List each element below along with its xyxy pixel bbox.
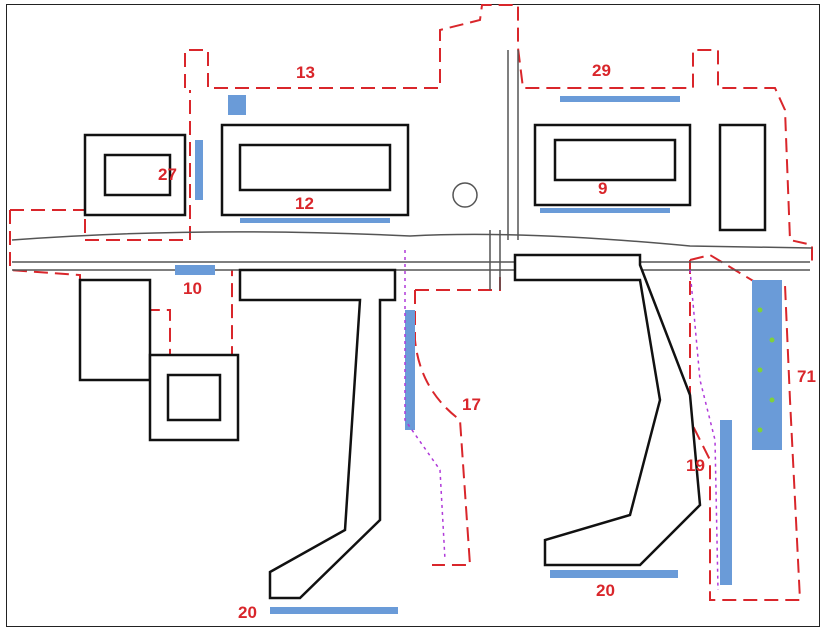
map-frame: [6, 4, 820, 627]
building-square: [148, 353, 240, 442]
zone-label-19: 19: [686, 456, 705, 475]
parking-20-east: [550, 570, 678, 578]
parking-17: [405, 310, 415, 430]
zone-label-10: 10: [183, 279, 202, 298]
buildings-south: [78, 253, 702, 600]
parking-10: [175, 265, 215, 275]
building-east: [718, 123, 767, 232]
zone-label-29: 29: [592, 61, 611, 80]
zone-label-20-west: 20: [238, 603, 257, 622]
building-27: [83, 133, 187, 217]
boundary-left: [10, 90, 191, 241]
building-12: [220, 123, 410, 217]
zone-label-9: 9: [598, 179, 608, 198]
building-east-wing: [513, 253, 702, 567]
zone-label-71: 71: [797, 367, 816, 386]
parking-71: [752, 280, 782, 450]
parking-13: [228, 95, 246, 115]
zone-label-27: 27: [158, 165, 177, 184]
parking-north-9: [540, 208, 670, 213]
boundary-top: [184, 4, 813, 265]
zone-label-20-east: 20: [596, 581, 615, 600]
building-west-block: [78, 278, 152, 382]
parking-29: [560, 96, 680, 102]
parking-27: [195, 140, 203, 200]
buildings-north: [83, 123, 767, 232]
path-accents: [404, 250, 719, 591]
main-road: [11, 50, 813, 290]
zone-label-13: 13: [296, 63, 315, 82]
boundary-left-lower: [9, 210, 233, 356]
parking-20-west: [270, 607, 398, 614]
parking-19: [720, 420, 732, 585]
boundary-71: [689, 253, 802, 601]
building-west-wing: [238, 268, 397, 600]
trees: [757, 307, 775, 433]
zone-label-17: 17: [462, 395, 481, 414]
parking-areas: [175, 95, 782, 614]
zone-label-12: 12: [295, 194, 314, 213]
building-9: [533, 123, 692, 207]
boundary-17: [414, 270, 501, 566]
parking-north-12: [240, 218, 390, 223]
